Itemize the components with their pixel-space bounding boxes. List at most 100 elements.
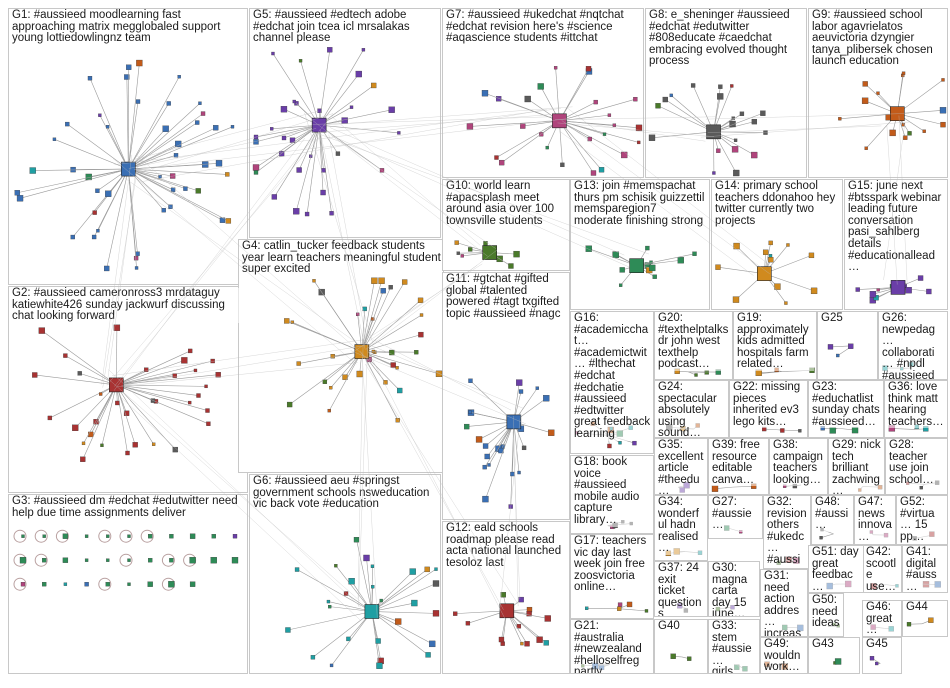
vertex[interactable]: [148, 558, 153, 563]
vertex[interactable]: [498, 159, 505, 166]
vertex[interactable]: [334, 564, 338, 568]
vertex[interactable]: [553, 66, 558, 70]
vertex[interactable]: [460, 254, 464, 258]
vertex[interactable]: [215, 160, 223, 167]
vertex[interactable]: [484, 453, 490, 460]
vertex[interactable]: [225, 172, 230, 177]
vertex[interactable]: [232, 534, 238, 539]
vertex[interactable]: [148, 534, 153, 539]
vertex[interactable]: [876, 91, 880, 95]
vertex[interactable]: [524, 641, 530, 647]
vertex[interactable]: [388, 106, 395, 113]
vertex[interactable]: [169, 534, 174, 539]
vertex[interactable]: [87, 76, 93, 81]
vertex[interactable]: [379, 168, 385, 173]
vertex[interactable]: [907, 131, 912, 136]
vertex[interactable]: [356, 312, 360, 317]
vertex[interactable]: [304, 211, 310, 217]
vertex[interactable]: [483, 241, 488, 246]
vertex[interactable]: [270, 127, 274, 131]
vertex[interactable]: [363, 554, 370, 562]
vertex[interactable]: [508, 504, 513, 509]
vertex[interactable]: [348, 578, 355, 585]
vertex[interactable]: [906, 622, 912, 627]
vertex[interactable]: [62, 557, 69, 563]
vertex[interactable]: [195, 120, 200, 125]
vertex[interactable]: [715, 264, 721, 270]
vertex[interactable]: [905, 287, 912, 294]
vertex[interactable]: [230, 125, 235, 129]
vertex[interactable]: [390, 362, 396, 368]
vertex[interactable]: [284, 318, 290, 324]
vertex[interactable]: [587, 136, 592, 142]
vertex[interactable]: [296, 167, 302, 173]
vertex[interactable]: [177, 75, 181, 79]
vertex[interactable]: [768, 254, 773, 258]
vertex[interactable]: [285, 627, 291, 633]
vertex[interactable]: [453, 611, 458, 616]
vertex[interactable]: [113, 324, 121, 331]
vertex[interactable]: [134, 266, 139, 270]
vertex[interactable]: [395, 418, 400, 423]
vertex[interactable]: [175, 140, 182, 148]
vertex[interactable]: [432, 580, 440, 587]
vertex[interactable]: [65, 121, 70, 127]
vertex[interactable]: [712, 171, 716, 175]
vertex[interactable]: [535, 386, 539, 390]
vertex[interactable]: [607, 443, 612, 449]
vertex[interactable]: [376, 662, 383, 669]
vertex[interactable]: [127, 558, 131, 562]
vertex[interactable]: [168, 204, 173, 209]
vertex[interactable]: [84, 558, 89, 562]
vertex[interactable]: [380, 288, 386, 294]
vertex[interactable]: [733, 169, 740, 177]
vertex[interactable]: [520, 641, 524, 646]
vertex[interactable]: [343, 591, 349, 596]
vertex[interactable]: [200, 111, 206, 116]
vertex[interactable]: [855, 287, 860, 292]
vertex[interactable]: [464, 423, 470, 430]
vertex[interactable]: [903, 135, 908, 140]
vertex[interactable]: [80, 456, 86, 462]
vertex[interactable]: [690, 83, 696, 88]
vertex[interactable]: [917, 275, 924, 281]
vertex[interactable]: [125, 450, 130, 456]
hub-vertex[interactable]: [706, 124, 721, 140]
vertex[interactable]: [320, 189, 326, 196]
vertex[interactable]: [20, 582, 26, 587]
vertex[interactable]: [346, 636, 351, 642]
vertex[interactable]: [733, 138, 738, 142]
vertex[interactable]: [498, 636, 505, 643]
vertex[interactable]: [633, 96, 638, 102]
vertex[interactable]: [210, 557, 217, 564]
vertex[interactable]: [632, 440, 637, 446]
vertex[interactable]: [183, 186, 188, 191]
vertex[interactable]: [91, 234, 97, 240]
vertex[interactable]: [798, 429, 802, 433]
vertex[interactable]: [518, 596, 524, 603]
vertex[interactable]: [95, 188, 100, 193]
vertex[interactable]: [196, 393, 201, 398]
vertex[interactable]: [70, 234, 75, 240]
vertex[interactable]: [768, 257, 774, 263]
vertex[interactable]: [645, 245, 650, 251]
vertex[interactable]: [388, 285, 393, 290]
vertex[interactable]: [375, 638, 381, 644]
vertex[interactable]: [456, 251, 460, 255]
vertex[interactable]: [296, 361, 301, 366]
vertex[interactable]: [763, 130, 768, 135]
vertex[interactable]: [84, 582, 89, 587]
vertex[interactable]: [378, 277, 385, 284]
vertex[interactable]: [618, 283, 623, 287]
vertex[interactable]: [732, 296, 740, 303]
vertex[interactable]: [253, 170, 259, 175]
vertex[interactable]: [687, 656, 692, 661]
vertex[interactable]: [543, 640, 549, 646]
vertex[interactable]: [585, 606, 589, 610]
vertex[interactable]: [774, 283, 781, 290]
vertex[interactable]: [29, 167, 36, 174]
vertex[interactable]: [397, 387, 403, 394]
vertex[interactable]: [418, 331, 424, 338]
vertex[interactable]: [310, 655, 316, 660]
vertex[interactable]: [677, 257, 684, 264]
